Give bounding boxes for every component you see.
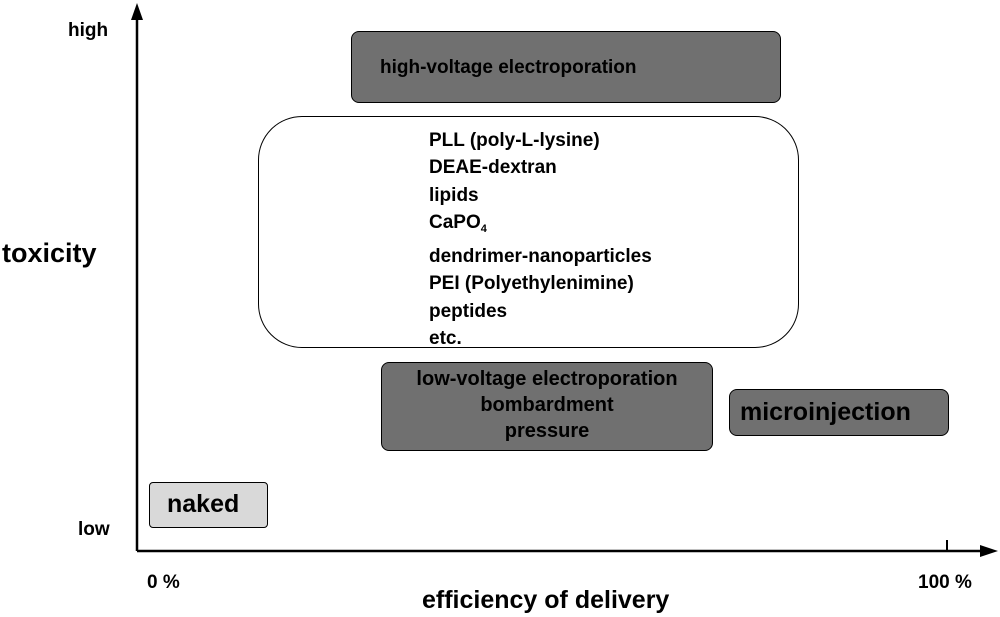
chemical-method-item: CaPO4 (429, 209, 652, 243)
x-axis-start-label: 0 % (147, 572, 180, 593)
chemical-method-text: lipids (429, 184, 479, 206)
physical-method-item: low-voltage electroporation (416, 368, 678, 390)
y-axis-low-label: low (78, 519, 110, 540)
chemical-method-item: etc. (429, 325, 652, 352)
physical-methods-list: low-voltage electroporation bombardment pr… (382, 366, 712, 444)
chemical-method-text: dendrimer-nanoparticles (429, 246, 652, 268)
naked-box: naked (149, 482, 268, 528)
y-axis-arrow-icon (131, 3, 143, 20)
high-voltage-electroporation-box: high-voltage electroporation (351, 31, 781, 103)
chemical-method-subscript: 4 (480, 222, 487, 235)
chemical-method-text: peptides (429, 300, 508, 322)
chemical-method-text: DEAE-dextran (429, 157, 557, 179)
physical-method-item: pressure (504, 420, 590, 442)
physical-method-item: bombardment (480, 394, 614, 416)
chemical-method-item: lipids (429, 182, 652, 209)
microinjection-label: microinjection (740, 398, 911, 426)
chemical-method-item: PLL (poly-L-lysine) (429, 127, 652, 154)
chemical-method-text: PLL (poly-L-lysine) (429, 130, 600, 151)
y-axis-title: toxicity (2, 238, 97, 268)
chemical-method-item: DEAE-dextran (429, 154, 652, 181)
naked-label: naked (167, 490, 240, 518)
x-axis-title: efficiency of delivery (422, 586, 670, 614)
physical-methods-box: low-voltage electroporation bombardment pr… (381, 362, 713, 451)
chemical-method-item: dendrimer-nanoparticles (429, 243, 652, 270)
high-voltage-electroporation-label: high-voltage electroporation (380, 57, 637, 78)
x-axis-end-label: 100 % (918, 572, 972, 593)
microinjection-box: microinjection (729, 389, 949, 436)
y-axis-high-label: high (68, 20, 109, 41)
chemical-method-item: peptides (429, 298, 652, 325)
x-axis-arrow-icon (980, 545, 998, 557)
chemical-method-text: PEI (Polyethylenimine) (429, 273, 634, 295)
chemical-method-text: CaPO (429, 211, 481, 233)
chemical-method-text: etc. (429, 328, 462, 350)
chemical-method-item: PEI (Polyethylenimine) (429, 270, 652, 297)
